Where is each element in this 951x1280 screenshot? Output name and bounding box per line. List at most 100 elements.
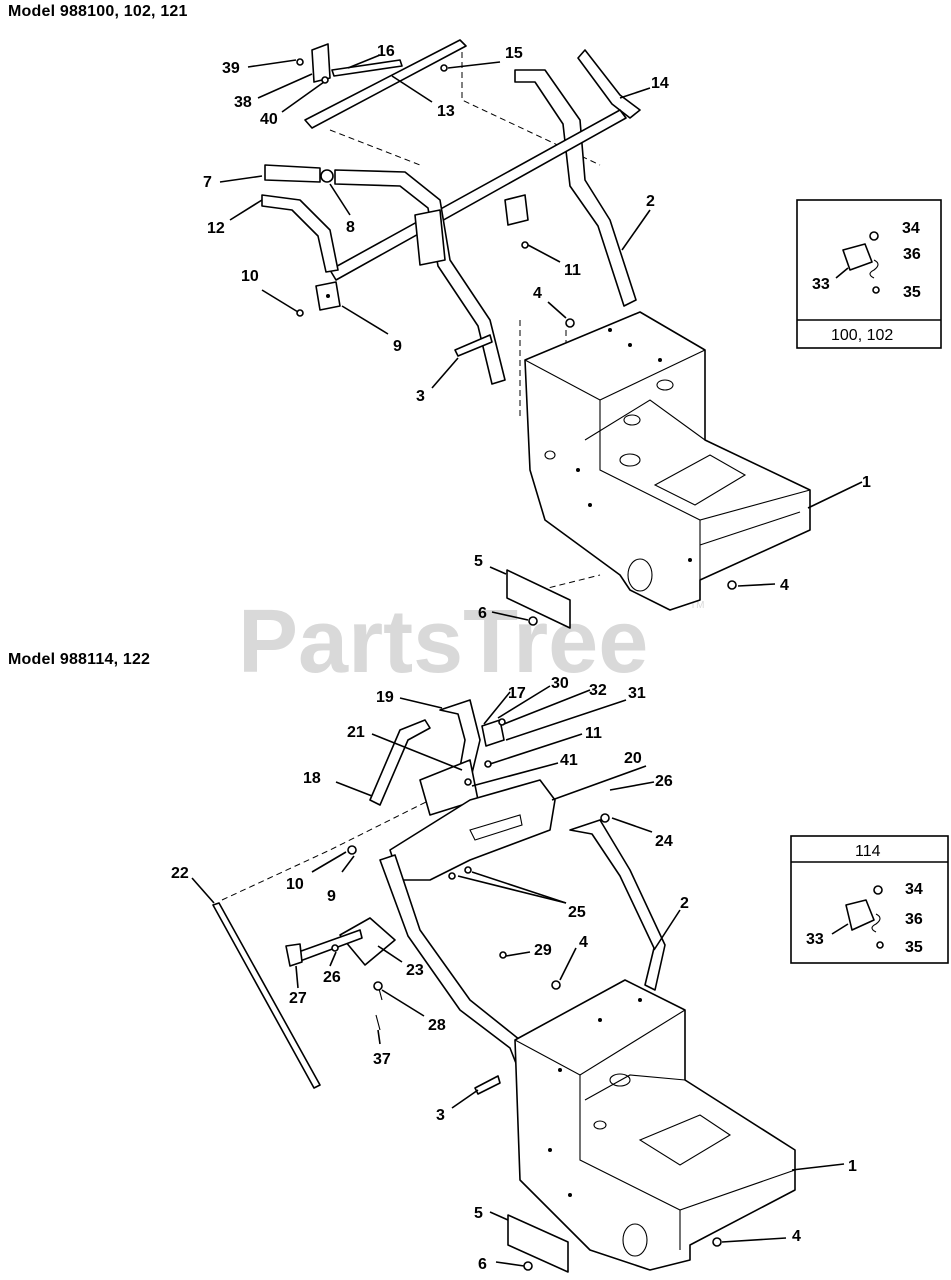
callout-11: 11 [564, 262, 581, 279]
frame-dot [598, 1018, 602, 1022]
callout-19: 19 [376, 689, 394, 706]
nut [712, 1237, 722, 1247]
callout-18: 18 [303, 770, 321, 787]
leader-line [831, 923, 849, 935]
callout-24: 24 [655, 833, 673, 850]
inset-screw [869, 231, 879, 241]
leader-line [527, 244, 561, 263]
leader-line [471, 762, 559, 787]
callout-41: 41 [560, 752, 578, 769]
leader-line [489, 1211, 509, 1221]
leader-line [495, 1261, 525, 1267]
bolt [474, 1075, 501, 1095]
rod-end [285, 943, 303, 967]
frame-hole [593, 1120, 607, 1130]
leader-line [503, 689, 591, 725]
inset-nut [872, 286, 880, 294]
frame-hole [619, 453, 641, 467]
handlebar-right [569, 819, 666, 991]
nut [727, 580, 737, 590]
nut [448, 872, 456, 880]
handle-slot [469, 814, 523, 841]
pin [440, 64, 448, 72]
handle-lower-left [261, 194, 339, 273]
callout-36: 36 [905, 911, 923, 928]
leader-line [335, 781, 373, 797]
frame-main [514, 979, 796, 1271]
frame-hole [622, 1223, 648, 1257]
leader-line [377, 945, 403, 963]
inset-screw [873, 885, 883, 895]
callout-1: 1 [862, 474, 871, 491]
callout-4: 4 [533, 285, 542, 302]
callout-34: 34 [905, 881, 923, 898]
leader-line [257, 73, 313, 99]
callout-17: 17 [508, 685, 526, 702]
bolt [454, 334, 493, 357]
callout-22: 22 [171, 865, 189, 882]
leader-line [505, 699, 627, 741]
leader-line [311, 851, 347, 873]
frame-cutout [653, 454, 747, 506]
callout-27: 27 [289, 990, 307, 1007]
inset-plate [845, 899, 875, 931]
callout-34: 34 [902, 220, 920, 237]
inset-bottom: 114 34 36 33 35 [790, 835, 949, 964]
leader-line [219, 175, 263, 183]
inset-clip [871, 913, 881, 933]
callout-35: 35 [905, 939, 923, 956]
callout-36: 36 [903, 246, 921, 263]
callout-33: 33 [812, 276, 830, 293]
callout-9: 9 [393, 338, 402, 355]
leader-line [791, 1163, 845, 1171]
frame-hole [623, 414, 641, 426]
control-lever-left [369, 719, 431, 806]
washer [498, 718, 506, 726]
frame-dot [628, 343, 632, 347]
grip-lever [577, 49, 641, 119]
screw [296, 58, 304, 66]
leader-line [497, 685, 551, 719]
leader-line [347, 54, 381, 69]
leader-line [329, 951, 337, 967]
leader-line [281, 81, 325, 113]
callout-3: 3 [416, 388, 425, 405]
nut [521, 241, 529, 249]
mount-plate [504, 194, 529, 226]
frame-dot [658, 358, 662, 362]
callout-26-lower: 26 [323, 969, 341, 986]
cover-plate [506, 569, 571, 629]
handlebar-left [334, 169, 506, 385]
leader-line [447, 61, 501, 69]
callout-8: 8 [346, 219, 355, 236]
switch-hole [326, 294, 330, 298]
frame-dot [608, 328, 612, 332]
callout-4-lower: 4 [792, 1228, 801, 1245]
frame-edge [584, 1074, 686, 1101]
frame-edge [699, 511, 801, 546]
switch-part [347, 845, 357, 855]
frame-dot [638, 998, 642, 1002]
frame-dot [548, 1148, 552, 1152]
screw [499, 951, 507, 959]
frame-dot [568, 1193, 572, 1197]
linkage-rod [331, 59, 403, 77]
callout-10: 10 [241, 268, 259, 285]
leader-line [559, 947, 577, 981]
leader-line [619, 87, 651, 99]
nut [464, 778, 472, 786]
callout-20: 20 [624, 750, 642, 767]
frame-dot [558, 1068, 562, 1072]
leader-line [471, 871, 567, 904]
leader-line [457, 875, 567, 904]
assembly-line [329, 129, 421, 166]
callout-11: 11 [585, 725, 602, 742]
callout-26: 26 [655, 773, 673, 790]
handle-crossbar [329, 109, 627, 281]
nut [464, 866, 472, 874]
leader-line [391, 75, 433, 103]
switch-assembly [339, 917, 396, 966]
frame-hole [609, 1073, 631, 1087]
